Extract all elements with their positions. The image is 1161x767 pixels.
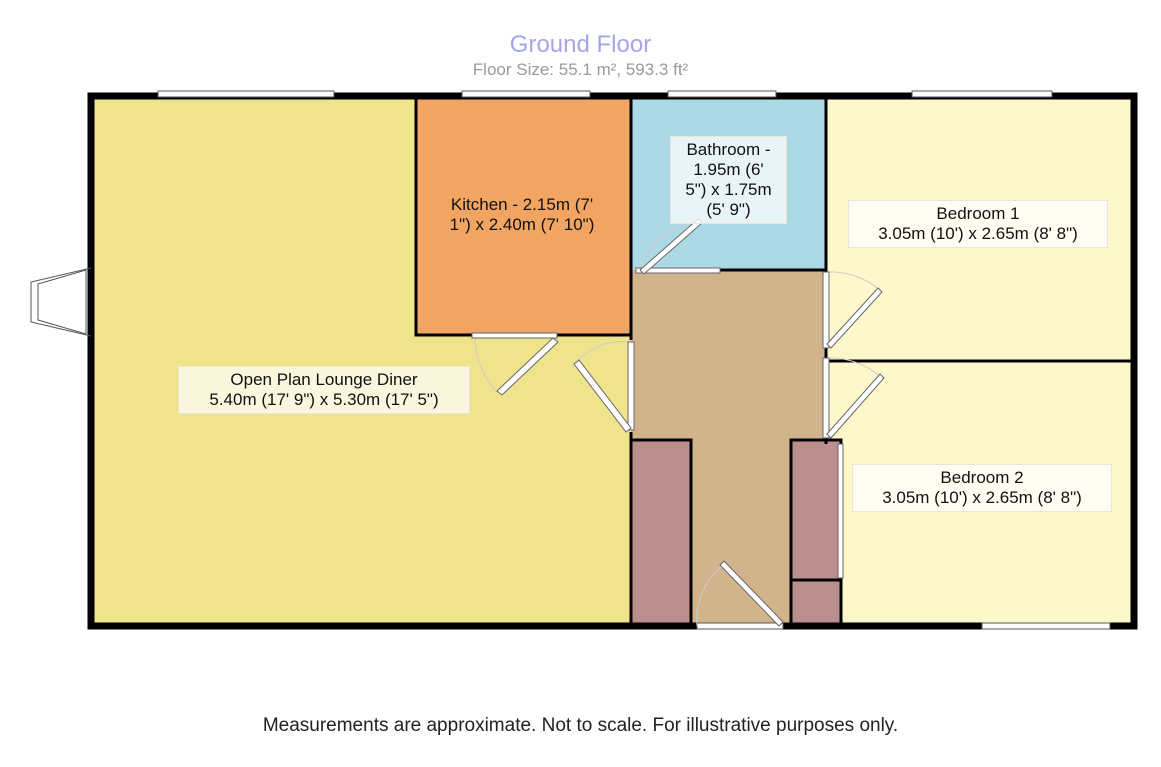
bathroom-line3: 5") x 1.75m xyxy=(685,180,772,199)
kitchen-line2: 1") x 2.40m (7' 10") xyxy=(449,215,595,234)
floor-size: Floor Size: 55.1 m², 593.3 ft² xyxy=(472,60,689,79)
floor-title: Ground Floor xyxy=(509,31,652,58)
bedroom1-name: Bedroom 1 xyxy=(936,204,1020,223)
lounge-dims: 5.40m (17' 9") x 5.30m (17' 5") xyxy=(209,390,439,409)
bathroom-label: Bathroom - 1.95m (6' 5") x 1.75m (5' 9") xyxy=(670,136,787,224)
window-kitchen-top xyxy=(461,90,591,98)
bedroom1-label: Bedroom 1 3.05m (10') x 2.65m (8' 8") xyxy=(848,200,1108,248)
bedroom2-dims: 3.05m (10') x 2.65m (8' 8") xyxy=(882,488,1082,507)
bay-window xyxy=(30,267,92,337)
disclaimer: Measurements are approximate. Not to sca… xyxy=(262,715,899,736)
bedroom2-name: Bedroom 2 xyxy=(940,468,1024,487)
lounge-name: Open Plan Lounge Diner xyxy=(230,370,418,389)
bedroom1-dims: 3.05m (10') x 2.65m (8' 8") xyxy=(878,224,1078,243)
lounge-label: Open Plan Lounge Diner 5.40m (17' 9") x … xyxy=(178,366,470,414)
bathroom-line4: (5' 9") xyxy=(706,200,751,219)
interior-walls xyxy=(414,96,1134,626)
bedroom2-label: Bedroom 2 3.05m (10') x 2.65m (8' 8") xyxy=(852,464,1112,512)
window-lounge-top xyxy=(157,90,335,98)
window-bedroom2-bottom xyxy=(981,622,1111,630)
bathroom-line1: Bathroom - xyxy=(686,140,771,159)
front-door-threshold xyxy=(696,622,784,630)
bathroom-line2: 1.95m (6' xyxy=(693,160,764,179)
kitchen-label: Kitchen - 2.15m (7' 1") x 2.40m (7' 10") xyxy=(428,191,616,239)
windows xyxy=(157,90,1111,630)
cupboard-left xyxy=(631,440,691,626)
window-bathroom-top xyxy=(667,90,777,98)
cupboard-right-lower xyxy=(791,580,841,626)
window-bedroom1-top xyxy=(911,90,1053,98)
kitchen-room xyxy=(416,96,631,335)
kitchen-line1: Kitchen - 2.15m (7' xyxy=(450,195,594,214)
doors xyxy=(471,218,885,627)
cupboard-right-upper xyxy=(791,440,841,580)
